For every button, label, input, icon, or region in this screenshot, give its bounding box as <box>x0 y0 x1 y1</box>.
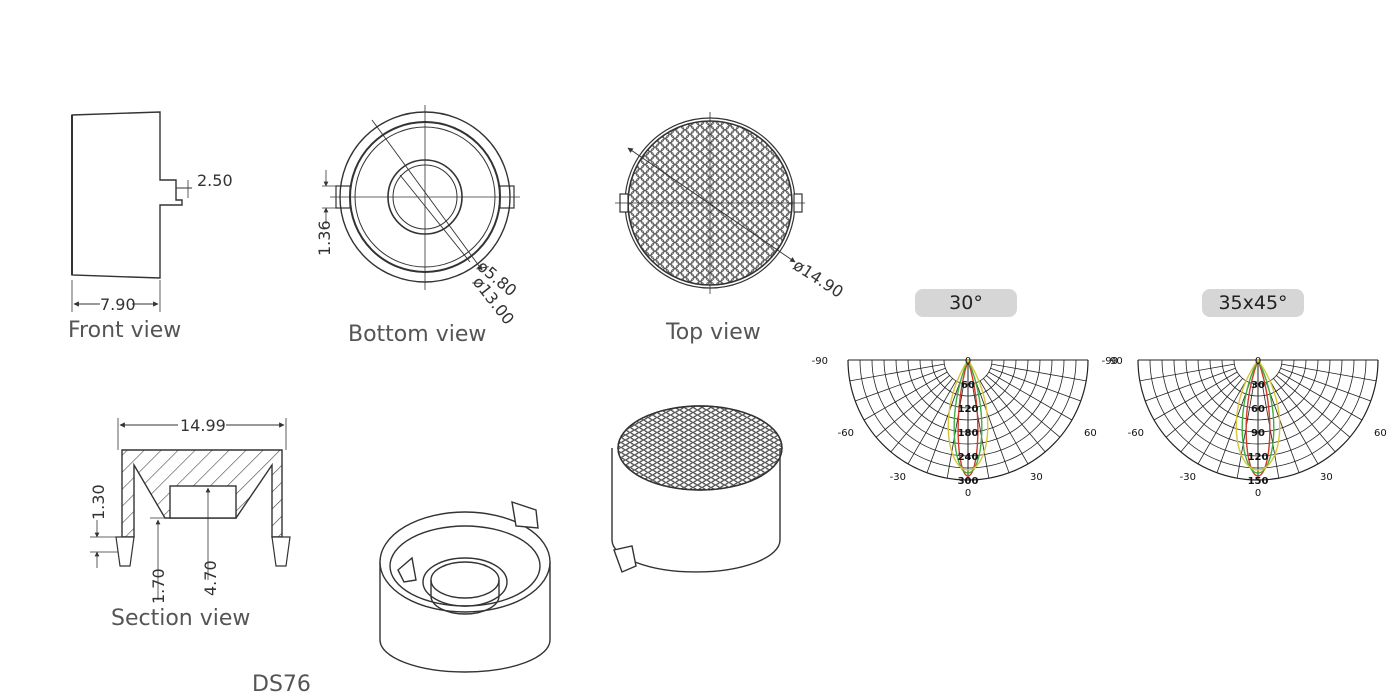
polar-beam-curve <box>1245 359 1271 477</box>
polar-spoke <box>1216 382 1251 473</box>
polar-angle-label: -30 <box>1180 472 1196 483</box>
polar-spoke <box>875 375 950 438</box>
polar-spoke <box>1180 378 1243 453</box>
polar-spoke <box>990 367 1081 402</box>
dim-bottom-tab: 1.36 <box>315 220 334 256</box>
polar-spoke <box>1153 371 1238 421</box>
polar-spoke <box>1269 380 1319 465</box>
polar-angle-label: 30 <box>1320 472 1333 483</box>
polar-angle-label: -30 <box>890 472 906 483</box>
polar-spoke <box>926 382 961 473</box>
model-label: DS76 <box>252 672 311 697</box>
top-view-caption: Top view <box>666 320 761 345</box>
polar-radial-label: 120 <box>1248 452 1269 463</box>
polar-angle-label: 60 <box>1084 428 1097 439</box>
dim-section-step: 1.70 <box>149 568 168 604</box>
polar-radial-label: 60 <box>1251 404 1265 415</box>
polar-bottom-label: 0 <box>1255 488 1261 499</box>
polar-spoke <box>988 371 1073 421</box>
polar-radial-label: 30 <box>1251 380 1265 391</box>
polar-bottom-label: 0 <box>965 488 971 499</box>
polar-spoke <box>1139 363 1235 382</box>
polar-spoke <box>946 383 965 479</box>
polar-spoke <box>971 383 990 479</box>
polar-spoke <box>890 378 953 453</box>
polar-radial-label: 150 <box>1248 476 1269 487</box>
polar-spoke <box>1145 367 1236 402</box>
polar-radial-label: 300 <box>958 476 979 487</box>
polar-radial-label: 180 <box>958 428 979 439</box>
polar-spoke <box>1165 375 1240 438</box>
polar-spoke <box>975 382 1010 473</box>
polar-spoke <box>849 363 945 382</box>
polar-angle-label: -60 <box>1128 428 1144 439</box>
dim-front-clip: 2.50 <box>197 171 233 190</box>
isometric-top-drawing <box>611 405 783 573</box>
polar-spoke <box>855 367 946 402</box>
polar-beam-curve <box>953 359 983 474</box>
dim-front-width: 7.90 <box>100 295 136 314</box>
front-view-caption: Front view <box>68 318 182 343</box>
bottom-view-drawing <box>322 105 520 290</box>
polar-angle-label: 30 <box>1030 472 1043 483</box>
polar-beam-curve <box>957 359 979 477</box>
polar-angle-label: 60 <box>1374 428 1387 439</box>
polar-angle-label: -90 <box>1102 356 1118 367</box>
polar-spoke <box>1273 378 1336 453</box>
polar-center-label: 0 <box>1255 356 1261 367</box>
bottom-view-caption: Bottom view <box>348 322 487 347</box>
front-view-drawing <box>71 111 192 312</box>
polar-spoke <box>1281 363 1377 382</box>
polar-spoke <box>983 378 1046 453</box>
polar-spoke <box>1265 382 1300 473</box>
polar-radial-label: 120 <box>958 404 979 415</box>
polar-beam-curve <box>947 359 989 471</box>
polar-angle-label: -60 <box>838 428 854 439</box>
polar-spoke <box>1276 375 1351 438</box>
polar-spoke <box>1280 367 1371 402</box>
polar-badge-0: 30° <box>915 289 1017 317</box>
dim-section-rim: 1.30 <box>89 484 108 520</box>
section-view-drawing <box>90 418 291 600</box>
polar-beam-curve <box>1235 359 1281 471</box>
dim-section-width: 14.99 <box>180 416 226 435</box>
dim-section-depth: 4.70 <box>201 560 220 596</box>
dim-top-dia: ø14.90 <box>790 255 847 301</box>
polar-radial-label: 240 <box>958 452 979 463</box>
isometric-bottom-drawing <box>379 500 551 673</box>
polar-angle-label: 90 <box>1110 356 1123 367</box>
polar-beam-curve <box>1241 359 1275 474</box>
polar-badge-1: 35x45° <box>1202 289 1304 317</box>
polar-center-label: 0 <box>965 356 971 367</box>
polar-spoke <box>991 363 1087 382</box>
polar-spoke <box>986 375 1061 438</box>
polar-spoke <box>907 380 957 465</box>
section-view-caption: Section view <box>111 606 251 631</box>
polar-spoke <box>979 380 1029 465</box>
polar-spoke <box>1197 380 1247 465</box>
polar-spoke <box>1278 371 1363 421</box>
polar-angle-label: -90 <box>812 356 828 367</box>
top-view-drawing <box>615 112 805 294</box>
polar-radial-label: 90 <box>1251 428 1265 439</box>
polar-spoke <box>863 371 948 421</box>
polar-radial-label: 60 <box>961 380 975 391</box>
